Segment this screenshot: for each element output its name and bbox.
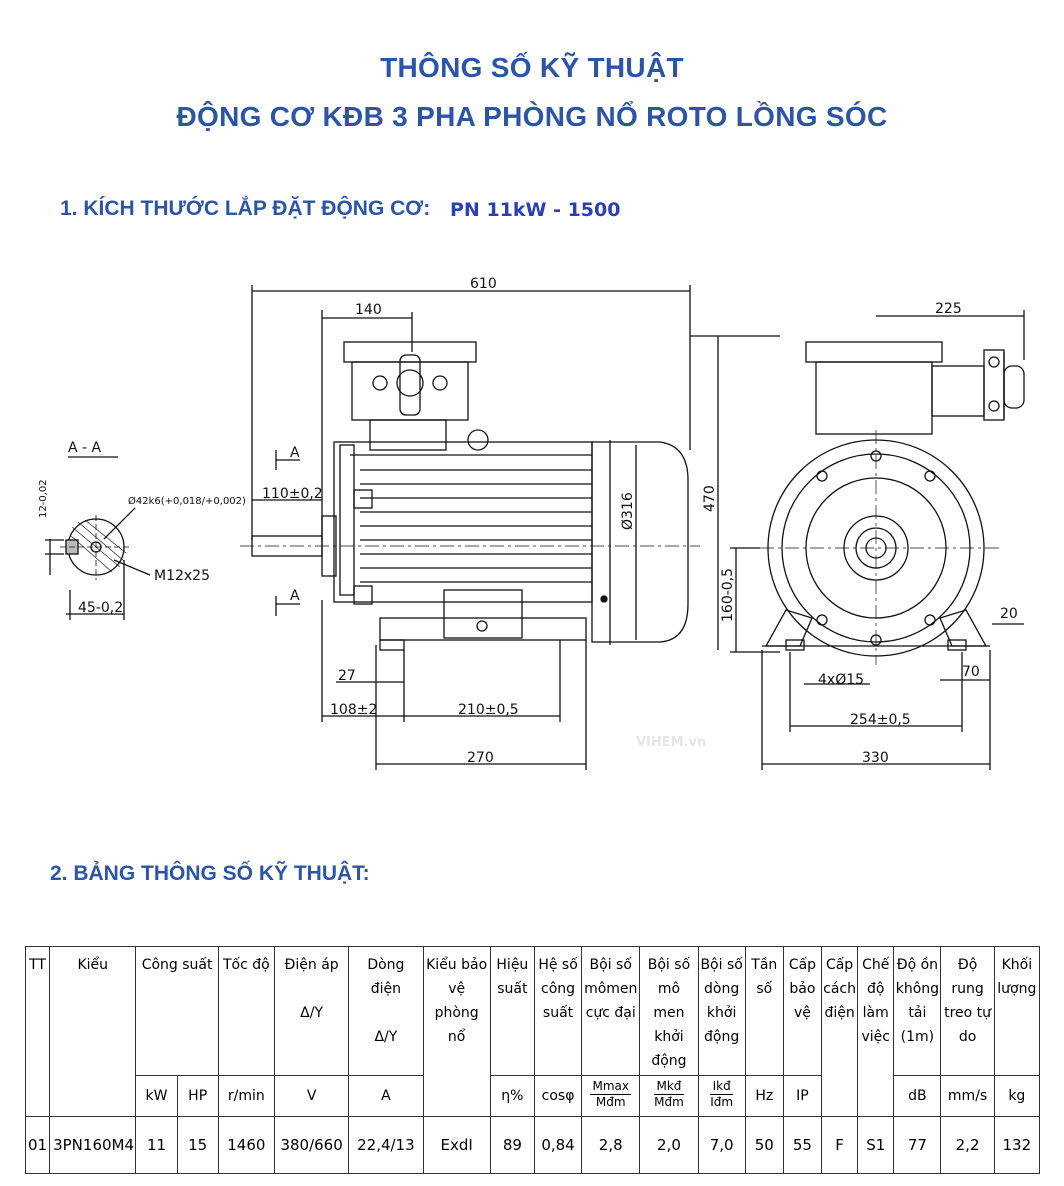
unit-kg: kg bbox=[993, 1075, 1041, 1117]
watermark: VIHEM.vn bbox=[636, 735, 706, 750]
section-marker-bottom: A bbox=[290, 588, 300, 604]
cell-ins: F bbox=[821, 1116, 859, 1174]
dim-terminal-offset: 140 bbox=[355, 302, 382, 318]
header-cong-suat: Công suất bbox=[135, 946, 219, 1076]
dim-hole-span: 254±0,5 bbox=[850, 712, 911, 728]
document-subtitle: ĐỘNG CƠ KĐB 3 PHA PHÒNG NỔ ROTO LỒNG SÓC bbox=[176, 101, 888, 132]
unit-a: A bbox=[348, 1075, 424, 1117]
cell-mkd: 2,0 bbox=[639, 1116, 699, 1174]
header-toc-do: Tốc độ bbox=[217, 946, 275, 1076]
cell-ex: ExdI bbox=[422, 1116, 491, 1174]
dim-key-12: 12-0,02 bbox=[38, 479, 49, 518]
cell-db: 77 bbox=[893, 1116, 942, 1174]
header-do-on: Độ ồn không tải (1m) bbox=[893, 946, 942, 1076]
unit-db: dB bbox=[893, 1075, 942, 1117]
cell-cos: 0,84 bbox=[533, 1116, 583, 1174]
unit-ip: IP bbox=[782, 1075, 823, 1117]
cell-mmax: 2,8 bbox=[581, 1116, 641, 1174]
dim-total-height: 470 bbox=[702, 485, 718, 512]
dim-270: 270 bbox=[467, 750, 494, 766]
dim-holes: 4xØ15 bbox=[818, 672, 864, 688]
header-hieu-suat: Hiệu suất bbox=[489, 946, 535, 1076]
dim-frame-diameter: Ø316 bbox=[620, 492, 636, 530]
cell-hz: 50 bbox=[744, 1116, 784, 1174]
cell-kg: 132 bbox=[993, 1116, 1041, 1174]
cell-v: 380/660 bbox=[273, 1116, 350, 1174]
cell-eff: 89 bbox=[489, 1116, 535, 1174]
document-title: THÔNG SỐ KỸ THUẬT bbox=[380, 52, 684, 83]
header-boi-so-dong: Bội số dòng khởi động bbox=[697, 946, 746, 1076]
cell-kw: 11 bbox=[135, 1116, 178, 1174]
header-kieu-bao-ve: Kiểu bảo vệ phòng nổ bbox=[422, 946, 491, 1117]
dim-27: 27 bbox=[338, 668, 356, 684]
dim-shaft-extension: 110±0,2 bbox=[262, 486, 323, 502]
dim-108: 108±2 bbox=[330, 702, 377, 718]
unit-cos: cosφ bbox=[533, 1075, 583, 1117]
cell-a: 22,4/13 bbox=[348, 1116, 424, 1174]
dim-foot-70: 70 bbox=[962, 664, 980, 680]
unit-kw: kW bbox=[135, 1075, 178, 1117]
header-cap-cach-dien: Cấp cách điện bbox=[821, 946, 859, 1117]
unit-v: V bbox=[273, 1075, 350, 1117]
dim-shaft-height: 160-0,5 bbox=[720, 568, 736, 622]
header-he-so: Hệ số công suất bbox=[533, 946, 583, 1076]
cell-tt: 01 bbox=[24, 1116, 51, 1174]
header-boi-so-momen: Bội số mômen cực đại bbox=[581, 946, 641, 1076]
dim-base-width: 330 bbox=[862, 750, 889, 766]
section-label: A - A bbox=[68, 440, 102, 456]
unit-hp: HP bbox=[176, 1075, 219, 1117]
dim-shaft-diameter: Ø42k6(+0,018/+0,002) bbox=[128, 495, 246, 507]
unit-mms: mm/s bbox=[940, 1075, 995, 1117]
section-marker-top: A bbox=[290, 445, 300, 461]
unit-hz: Hz bbox=[744, 1075, 784, 1117]
cell-hp: 15 bbox=[176, 1116, 219, 1174]
header-tt: TT bbox=[24, 946, 51, 1117]
header-kieu: Kiểu bbox=[49, 946, 137, 1117]
cell-duty: S1 bbox=[857, 1116, 895, 1174]
cell-vib: 2,2 bbox=[940, 1116, 995, 1174]
dim-210: 210±0,5 bbox=[458, 702, 519, 718]
cell-kieu: 3PN160M4 bbox=[49, 1116, 137, 1174]
unit-rpm: r/min bbox=[217, 1075, 275, 1117]
header-do-rung: Độ rung treo tự do bbox=[940, 946, 995, 1076]
header-khoi-luong: Khối lượng bbox=[993, 946, 1041, 1076]
unit-eff: η% bbox=[489, 1075, 535, 1117]
cell-ikd: 7,0 bbox=[697, 1116, 746, 1174]
dim-foot-width: 20 bbox=[1000, 606, 1018, 622]
header-che-do: Chế độ làm việc bbox=[857, 946, 895, 1117]
header-cap-bao-ve: Cấp bảo vệ bbox=[782, 946, 823, 1076]
section-2-heading: 2. BẢNG THÔNG SỐ KỸ THUẬT: bbox=[50, 862, 370, 885]
motor-model-label: PN 11kW - 1500 bbox=[450, 199, 621, 221]
table-row: 01 3PN160M4 11 15 1460 380/660 22,4/13 E… bbox=[24, 1116, 1041, 1174]
dim-overall-length: 610 bbox=[470, 276, 497, 292]
section-1-heading: 1. KÍCH THƯỚC LẮP ĐẶT ĐỘNG CƠ: bbox=[60, 197, 431, 220]
cell-rpm: 1460 bbox=[217, 1116, 275, 1174]
motor-dimension-drawing: A - A 610 140 110±0,2 A A Ø316 470 225 1… bbox=[38, 276, 1025, 770]
dim-top-width: 225 bbox=[935, 301, 962, 317]
header-tan-so: Tần số bbox=[744, 946, 784, 1076]
dim-thread: M12x25 bbox=[154, 568, 210, 584]
dim-key-45: 45-0,2 bbox=[78, 600, 123, 616]
header-boi-so-khoi-dong: Bội số mô men khởi động bbox=[639, 946, 699, 1076]
cell-ip: 55 bbox=[782, 1116, 823, 1174]
